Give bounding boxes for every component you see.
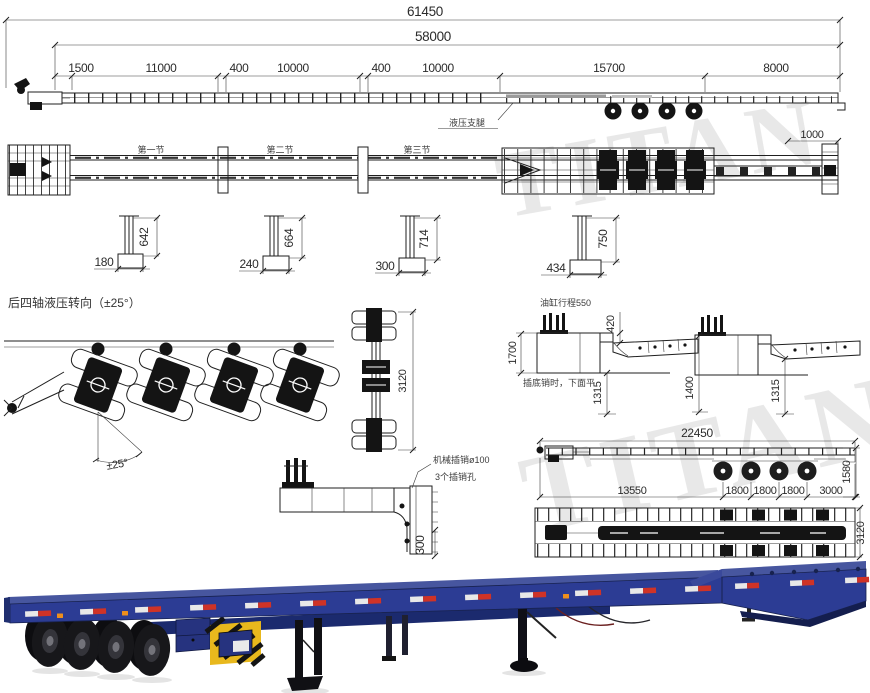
dim-axle-spacing-0: 1800 [725,485,748,497]
dim-segment-2: 400 [229,61,249,75]
label-hydraulic-legs: 液压支腿 [449,117,485,128]
pin-lock-detail-drawing: 300 机械插销ø100 3个插销孔 [279,454,490,560]
dim-overall-extended: 61450 [407,4,443,19]
extended-side-view-drawing: 61450 58000 1500 11000 400 10000 400 100… [2,4,846,129]
trailer-photo [4,561,870,693]
dim-retracted-rear: 3000 [819,485,842,497]
dim-gn1-drop: 420 [605,315,617,333]
dim-retracted-front: 13550 [617,485,646,497]
label-section-2: 第二节 [266,144,293,155]
gooseneck-detail-raised: 油缸行程550 1700 420 1315 插底销时，下面平 [507,297,699,418]
dim-segment-7: 8000 [763,61,789,75]
dim-deck-length: 58000 [415,29,451,44]
cross-section-4: 750 434 [541,214,620,279]
label-steering-angle: ±25° [106,457,129,473]
dim-gn2-height: 1400 [684,376,696,399]
landing-gear-front [510,603,557,672]
dim-cs4-height: 750 [596,229,610,249]
dim-gn1-height: 1700 [507,341,519,364]
dim-cs3-width: 300 [375,259,395,273]
reflective-strips [25,576,870,617]
dim-segment-4: 400 [371,61,391,75]
dim-cs3-height: 714 [417,229,431,249]
dim-cs1-height: 642 [137,227,151,247]
retracted-plan-view-drawing: 3120 [534,504,867,561]
dim-segment-1: 11000 [146,61,178,75]
dim-retracted-height: 1580 [841,460,853,483]
dim-axle-spacing-2: 1800 [781,485,804,497]
label-section-1: 第一节 [137,144,164,155]
dim-axle-spacing-1: 1800 [753,485,776,497]
extended-plan-view-drawing: 第一节 第二节 第三节 1000 [7,129,842,196]
dim-retracted-overall: 22450 [681,426,713,440]
label-mechanical-pin: 机械插销ø100 [433,454,490,465]
landing-gear-middle [287,618,323,691]
cross-section-3: 714 300 [375,214,441,277]
cross-section-2: 664 240 [239,214,306,275]
trailer-wheels [31,615,171,676]
dim-cs2-height: 664 [282,228,296,248]
steering-bogie-drawing: ±25° [3,340,340,473]
label-section-3: 第三节 [403,144,430,155]
single-axle-drawing: 3120 [351,308,417,454]
dim-gn1-fifth-wheel: 1315 [592,381,604,404]
dim-segment-6: 15700 [593,61,625,75]
landing-gear-second [382,615,408,661]
dim-cs1-width: 180 [94,255,114,269]
dim-cs4-width: 434 [546,261,566,275]
label-steering-title: 后四轴液压转向（±25°） [8,295,141,310]
cross-section-1: 642 180 [94,214,161,273]
dim-cs2-width: 240 [239,257,259,271]
dim-segment-3: 10000 [277,61,309,75]
label-cylinder-stroke: 油缸行程550 [540,297,591,308]
dim-retracted-width: 3120 [855,521,867,544]
dim-pin-spacing: 300 [413,535,427,555]
note-bottom-pin: 插底销时，下面平 [523,377,595,388]
dim-rear-overhang: 1000 [800,129,823,141]
dim-segment-5: 10000 [422,61,454,75]
side-markers [57,594,569,618]
dim-segment-0: 1500 [68,61,94,75]
label-pin-holes: 3个插销孔 [435,471,476,482]
dim-gn2-fifth-wheel: 1315 [770,379,782,402]
gooseneck-detail-lowered: 1400 1315 [684,315,861,418]
hazard-step [204,616,266,667]
dim-axle-track: 3120 [397,369,409,392]
retracted-side-view-drawing: 22450 13550 1800 1800 1800 3000 1580 [536,426,860,501]
